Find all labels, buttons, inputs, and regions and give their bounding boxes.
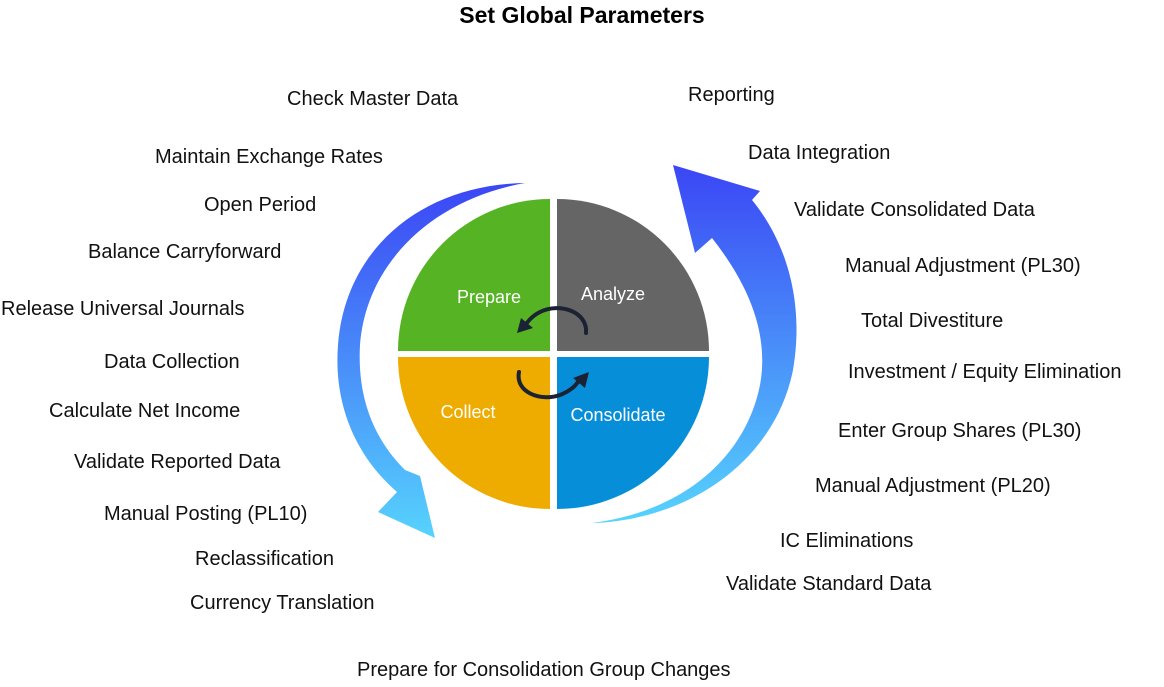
left-task-label: Currency Translation xyxy=(190,592,375,614)
cycle-arrow-bottom-icon xyxy=(516,370,589,400)
right-task-label: Reporting xyxy=(688,84,775,106)
right-task-label: Manual Adjustment (PL20) xyxy=(815,475,1051,497)
right-task-label: Manual Adjustment (PL30) xyxy=(845,255,1081,277)
left-task-label: Manual Posting (PL10) xyxy=(104,503,308,525)
left-task-label: Calculate Net Income xyxy=(49,400,241,422)
left-task-label: Check Master Data xyxy=(287,88,459,110)
right-task-label: Investment / Equity Elimination xyxy=(848,361,1122,383)
prepare-quadrant[interactable] xyxy=(398,199,550,351)
left-task-label: Balance Carryforward xyxy=(88,241,282,263)
collect-label: Collect xyxy=(440,402,495,422)
left-task-label: Maintain Exchange Rates xyxy=(155,146,383,168)
right-task-label: Data Integration xyxy=(748,142,891,164)
analyze-quadrant[interactable] xyxy=(557,199,709,351)
right-flow-arrow xyxy=(592,165,797,523)
collect-quadrant[interactable] xyxy=(398,357,550,509)
diagram-title: Set Global Parameters xyxy=(459,2,705,28)
left-flow-arrow xyxy=(337,183,525,538)
right-task-label: IC Eliminations xyxy=(780,530,914,552)
left-task-label: Reclassification xyxy=(195,548,334,570)
right-task-label: Validate Consolidated Data xyxy=(794,199,1035,221)
left-task-label: Validate Reported Data xyxy=(74,451,281,473)
footer-task-label: Prepare for Consolidation Group Changes xyxy=(357,659,731,681)
right-task-label: Enter Group Shares (PL30) xyxy=(838,420,1082,442)
consolidate-label: Consolidate xyxy=(570,405,665,425)
left-task-label: Open Period xyxy=(204,194,317,216)
left-task-label: Release Universal Journals xyxy=(1,298,245,320)
analyze-label: Analyze xyxy=(581,284,645,304)
left-task-label: Data Collection xyxy=(104,351,240,373)
consolidate-quadrant[interactable] xyxy=(557,357,709,509)
prepare-label: Prepare xyxy=(457,287,521,307)
cycle-arrow-top-icon xyxy=(517,306,589,335)
right-task-label: Validate Standard Data xyxy=(726,573,932,595)
right-task-label: Total Divestiture xyxy=(861,310,1004,332)
